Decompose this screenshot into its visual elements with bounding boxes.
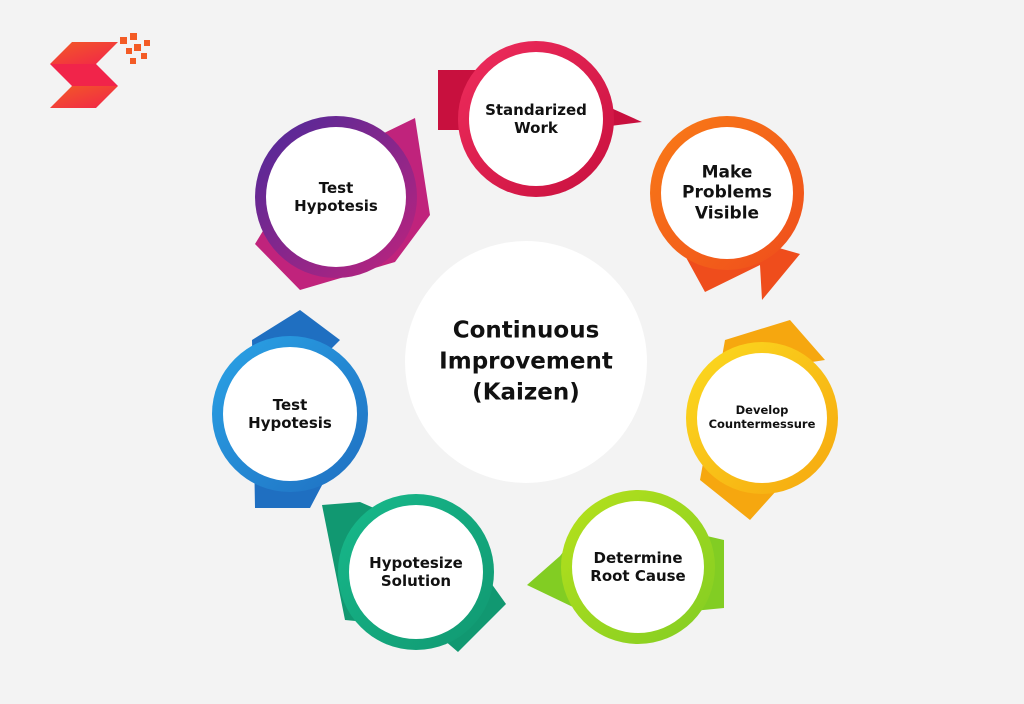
test-hypothesis-blue-label: Test Hypotesis (248, 396, 332, 432)
step-determine-root-cause (527, 490, 724, 644)
step-test-hypothesis-blue (212, 310, 368, 508)
test-hypothesis-purple-inner-circle (266, 127, 406, 267)
determine-root-cause-inner-circle (572, 501, 704, 633)
step-standardized-work (438, 41, 642, 197)
hypothesize-solution-inner-circle (349, 505, 483, 639)
develop-countermeasure-inner-circle (697, 353, 827, 483)
test-hypothesis-purple-label: Test Hypotesis (294, 179, 378, 215)
step-hypothesize-solution (322, 494, 506, 652)
hypothesize-solution-label: Hypotesize Solution (369, 554, 463, 590)
logo-s-icon (50, 33, 150, 108)
center-circle (405, 241, 647, 483)
center-label: Continuous Improvement (Kaizen) (439, 317, 613, 406)
step-develop-countermeasure (686, 320, 838, 520)
develop-countermeasure-label: Develop Countermessure (708, 403, 816, 431)
standardized-work-inner-circle (469, 52, 603, 186)
standardized-work-label: Standarized Work (485, 101, 587, 137)
make-problems-visible-label: Make Problems Visible (682, 162, 772, 224)
step-test-hypothesis-purple (255, 116, 430, 290)
test-hypothesis-blue-inner-circle (223, 347, 357, 481)
step-make-problems-visible (650, 116, 804, 300)
determine-root-cause-label: Determine Root Cause (590, 549, 686, 585)
make-problems-visible-inner-circle (661, 127, 793, 259)
